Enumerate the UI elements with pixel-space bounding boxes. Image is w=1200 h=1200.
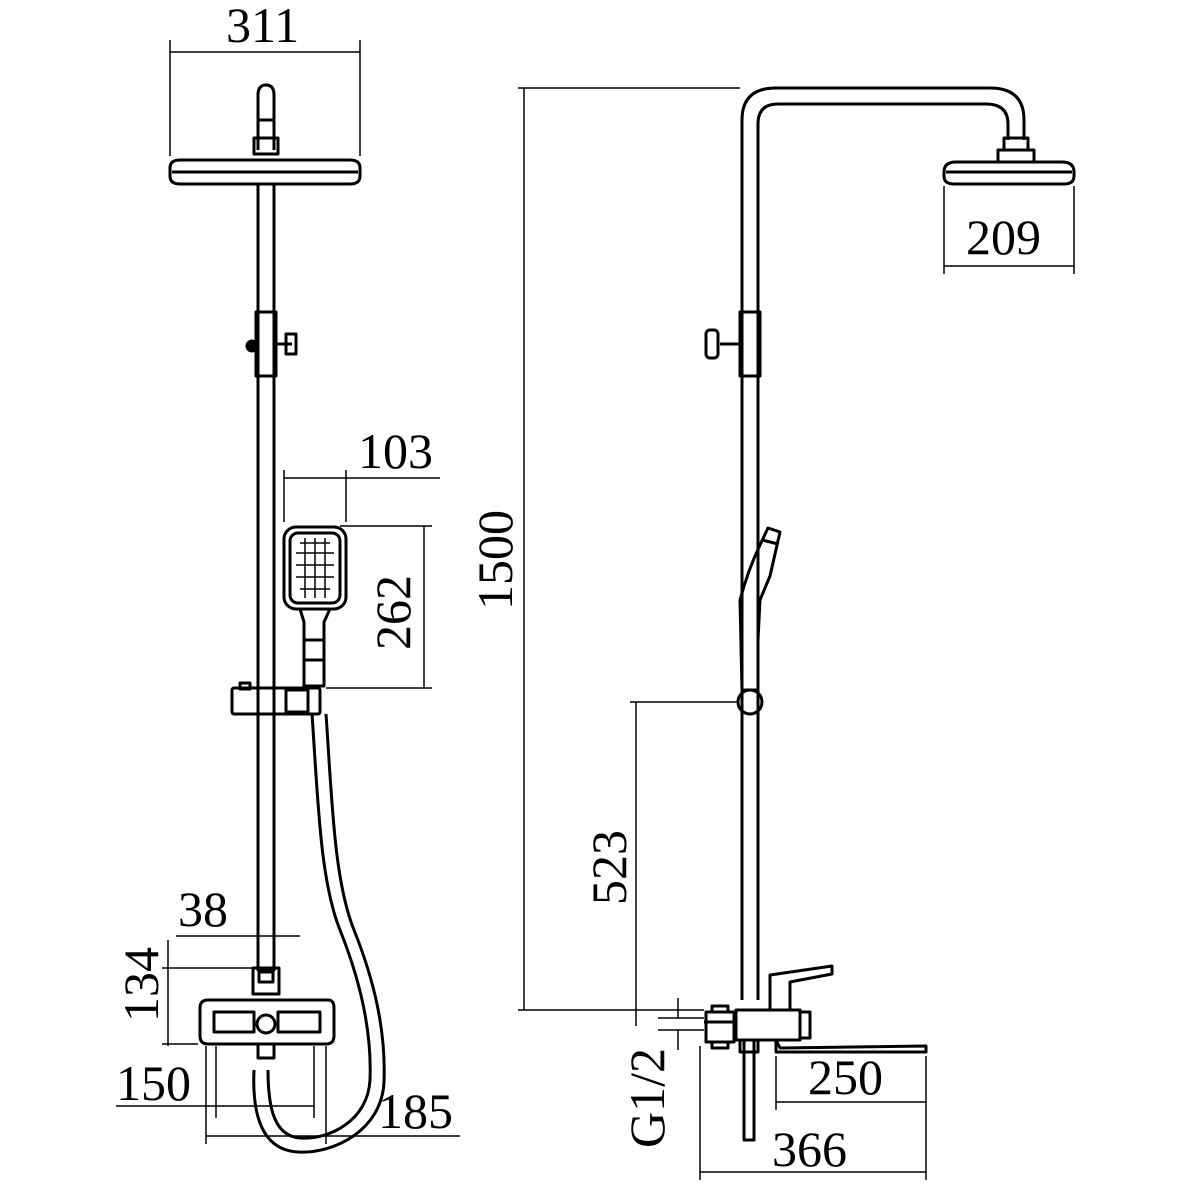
front-showerhead: [168, 158, 362, 186]
dim-label-209: 209: [966, 209, 1041, 265]
front-shower-connector: [252, 136, 280, 156]
dim-label-150: 150: [116, 1055, 191, 1111]
dim-label-g12: G1/2: [619, 1048, 675, 1148]
dim-label-185: 185: [378, 1083, 453, 1139]
front-riser-pipe: [256, 182, 276, 972]
front-hose: [266, 713, 372, 1140]
dim-label-250: 250: [808, 1049, 883, 1105]
side-inlet-connector: [704, 1010, 736, 1044]
side-view: [704, 86, 1076, 1142]
front-view: [168, 83, 386, 1154]
side-hand-shower: [738, 526, 782, 692]
side-dimensions: [518, 87, 1075, 1180]
side-spout: [774, 1038, 928, 1054]
front-shower-arm: [256, 83, 276, 150]
dim-label-103: 103: [358, 423, 433, 479]
front-mixer-knob: [255, 1013, 277, 1035]
side-riser-pipe: [740, 86, 1026, 1000]
side-showerhead: [942, 160, 1076, 186]
dim-label-1500: 1500: [467, 510, 523, 610]
dim-label-311: 311: [226, 0, 299, 53]
dim-label-38: 38: [178, 881, 228, 937]
front-diverter-block: [251, 966, 281, 996]
front-hand-shower-head: [282, 525, 348, 611]
side-mixer-body: [734, 1008, 802, 1042]
side-mixer-lever: [768, 964, 834, 1012]
dim-label-366: 366: [772, 1121, 847, 1177]
front-dimensions: [116, 40, 460, 1144]
front-slider-holder: [230, 686, 322, 716]
front-mixer-body: [198, 998, 336, 1046]
dim-label-134: 134: [113, 947, 169, 1022]
dimension-labels: 311 103 262 38 134 150 185 209 1500 523 …: [113, 0, 1041, 1177]
dim-label-523: 523: [581, 830, 637, 905]
dim-label-262: 262: [365, 575, 421, 650]
front-hand-shower-handle: [298, 608, 332, 688]
